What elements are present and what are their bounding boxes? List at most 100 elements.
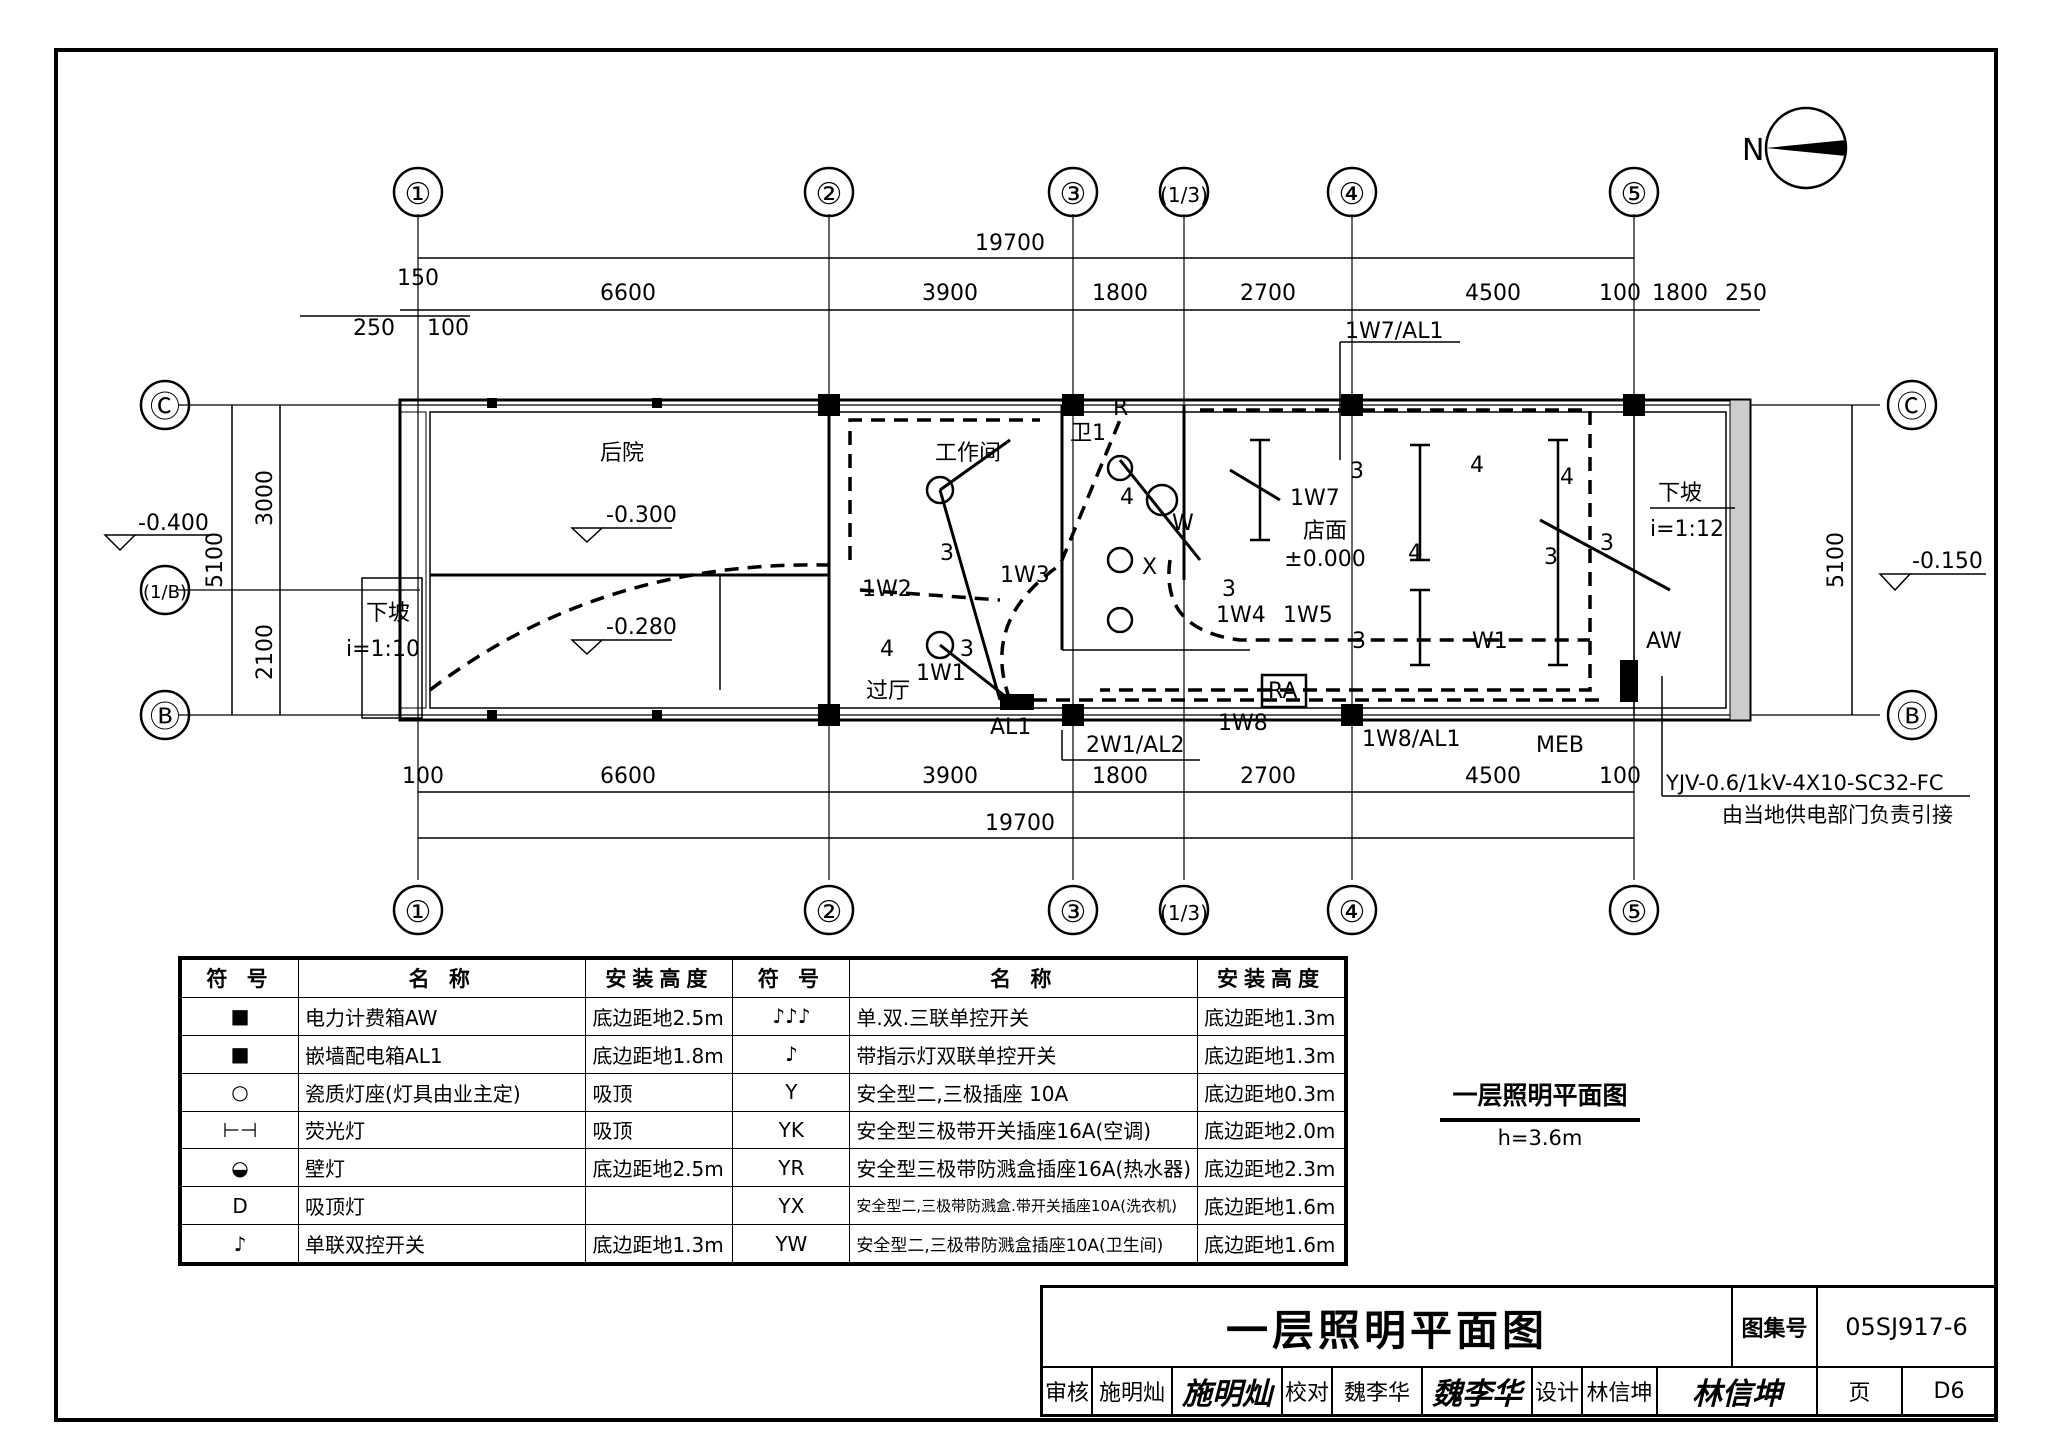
svg-text:19700: 19700: [985, 811, 1055, 836]
meter-box-icon: ■: [180, 996, 300, 1036]
caption-title: 一层照明平面图: [1440, 1076, 1640, 1122]
washer-socket-icon: YX: [732, 1186, 851, 1226]
atlas-label: 图集号: [1733, 1288, 1818, 1368]
page-label: 页: [1818, 1368, 1903, 1414]
lighting-conduits: [428, 408, 1600, 702]
svg-text:YJV-0.6/1kV-4X10-SC32-FC: YJV-0.6/1kV-4X10-SC32-FC: [1665, 771, 1944, 795]
svg-text:150: 150: [397, 266, 439, 291]
svg-text:②: ②: [816, 895, 843, 930]
svg-text:4: 4: [1120, 485, 1134, 510]
svg-text:3: 3: [1350, 459, 1364, 484]
svg-text:(1/B): (1/B): [143, 582, 187, 603]
svg-text:3000: 3000: [253, 470, 278, 526]
legend-header-name: 名 称: [298, 959, 587, 998]
svg-text:2700: 2700: [1240, 281, 1296, 306]
svg-text:250: 250: [1725, 281, 1767, 306]
legend-header-height: 安装高度: [585, 959, 734, 998]
svg-text:-0.150: -0.150: [1912, 549, 1983, 574]
legend-height: 吸顶: [585, 1110, 734, 1150]
svg-text:3: 3: [960, 637, 974, 662]
legend-height: 底边距地1.6m: [1197, 1186, 1345, 1226]
checker-name: 魏李华: [1333, 1368, 1423, 1414]
legend-name: 安全型二,三极带防溅盒.带开关插座10A(洗衣机): [849, 1186, 1199, 1226]
svg-text:-0.300: -0.300: [606, 503, 677, 528]
svg-text:4: 4: [1470, 453, 1484, 478]
fluorescent-lights: [1250, 438, 1568, 667]
legend-name: 壁灯: [298, 1148, 587, 1188]
svg-text:3900: 3900: [922, 764, 978, 789]
indicator-switch-icon: ♪: [732, 1034, 851, 1074]
legend-row: ■ 嵌墙配电箱AL1 底边距地1.8m ♪ 带指示灯双联单控开关 底边距地1.3…: [180, 1034, 1345, 1074]
svg-text:i=1:10: i=1:10: [346, 637, 420, 662]
svg-text:③: ③: [1060, 895, 1087, 930]
svg-text:1W1: 1W1: [916, 661, 966, 686]
legend-header-symbol-2: 符 号: [732, 959, 851, 998]
caption-height: h=3.6m: [1497, 1126, 1583, 1150]
drawing-caption: 一层照明平面图 h=3.6m: [1440, 1076, 1640, 1150]
svg-text:1800: 1800: [1092, 281, 1148, 306]
svg-text:W: W: [1172, 511, 1194, 536]
svg-text:R: R: [1113, 396, 1128, 421]
ceiling-lamp-icon: D: [180, 1186, 300, 1226]
svg-text:MEB: MEB: [1536, 733, 1584, 758]
svg-text:2100: 2100: [253, 624, 278, 680]
two-way-switch-icon: ♪: [180, 1224, 300, 1263]
svg-text:19700: 19700: [975, 231, 1045, 256]
svg-text:1W7: 1W7: [1290, 486, 1340, 511]
design-label: 设计: [1533, 1368, 1583, 1414]
socket-icon: Y: [732, 1072, 851, 1112]
legend-height: 底边距地2.5m: [585, 996, 734, 1036]
svg-text:-0.280: -0.280: [606, 615, 677, 640]
lamp-holders: [925, 454, 1179, 660]
svg-text:3: 3: [940, 541, 954, 566]
axis-bubbles-bottom: ① ② ③ (1/3) ④ ⑤: [392, 884, 1660, 936]
svg-text:后院: 后院: [600, 441, 644, 466]
title-block: 一层照明平面图 图集号 05SJ917-6 审核 施明灿 施明灿 校对 魏李华 …: [1040, 1285, 1998, 1417]
legend-row: ♪ 单联双控开关 底边距地1.3m YW 安全型二,三极带防溅盒插座10A(卫生…: [180, 1224, 1345, 1263]
svg-text:下坡: 下坡: [1658, 481, 1702, 506]
svg-text:③: ③: [1060, 177, 1087, 212]
svg-text:3: 3: [1600, 531, 1614, 556]
svg-text:1800: 1800: [1092, 764, 1148, 789]
designer-name: 林信坤: [1583, 1368, 1658, 1414]
legend-height: 底边距地0.3m: [1197, 1072, 1345, 1112]
svg-text:过厅: 过厅: [866, 679, 910, 704]
legend-name: 带指示灯双联单控开关: [849, 1034, 1199, 1074]
elevation-marks: -0.300 -0.280 -0.400 -0.150: [103, 503, 1986, 656]
panel-boxes: [1000, 660, 1638, 710]
reviewer-name: 施明灿: [1093, 1368, 1173, 1414]
legend-name: 安全型三极带开关插座16A(空调): [849, 1110, 1199, 1150]
svg-text:2W1/AL2: 2W1/AL2: [1086, 733, 1184, 758]
svg-text:RA: RA: [1268, 679, 1297, 704]
designer-signature: 林信坤: [1658, 1368, 1818, 1414]
legend-name: 荧光灯: [298, 1110, 587, 1150]
lamp-holder-icon: ○: [180, 1072, 300, 1112]
svg-text:1W2: 1W2: [862, 577, 912, 602]
svg-text:4: 4: [1560, 465, 1574, 490]
legend-height: 底边距地2.3m: [1197, 1148, 1345, 1188]
svg-text:3: 3: [1352, 629, 1366, 654]
structural-columns: [487, 394, 1645, 726]
legend-height: 底边距地1.3m: [1197, 1034, 1345, 1074]
svg-text:2700: 2700: [1240, 764, 1296, 789]
legend-header-name-2: 名 称: [849, 959, 1199, 998]
sheet-title: 一层照明平面图: [1043, 1288, 1733, 1368]
circuit-labels: 1W7/AL1 1W7 1W2 1W3 1W1 1W4 1W5 W1 1W8 1…: [862, 319, 1682, 761]
svg-text:i=1:12: i=1:12: [1650, 517, 1724, 542]
svg-text:5100: 5100: [1824, 532, 1849, 588]
legend-name: 安全型二,三极插座 10A: [849, 1072, 1199, 1112]
legend-name: 安全型三极带防溅盒插座16A(热水器): [849, 1148, 1199, 1188]
check-label: 校对: [1283, 1368, 1333, 1414]
legend-name: 吸顶灯: [298, 1186, 587, 1226]
atlas-number: 05SJ917-6: [1818, 1288, 1995, 1368]
legend-height: 底边距地2.5m: [585, 1148, 734, 1188]
svg-text:1W4: 1W4: [1216, 603, 1266, 628]
legend-height: 吸顶: [585, 1072, 734, 1112]
legend-name: 单联双控开关: [298, 1224, 587, 1263]
heater-socket-icon: YR: [732, 1148, 851, 1188]
legend-height: 底边距地2.0m: [1197, 1110, 1345, 1150]
svg-text:⑤: ⑤: [1621, 177, 1648, 212]
svg-text:-0.400: -0.400: [138, 511, 209, 536]
axis-bubbles-top: ① ② ③ (1/3) ④ ⑤: [392, 166, 1660, 218]
